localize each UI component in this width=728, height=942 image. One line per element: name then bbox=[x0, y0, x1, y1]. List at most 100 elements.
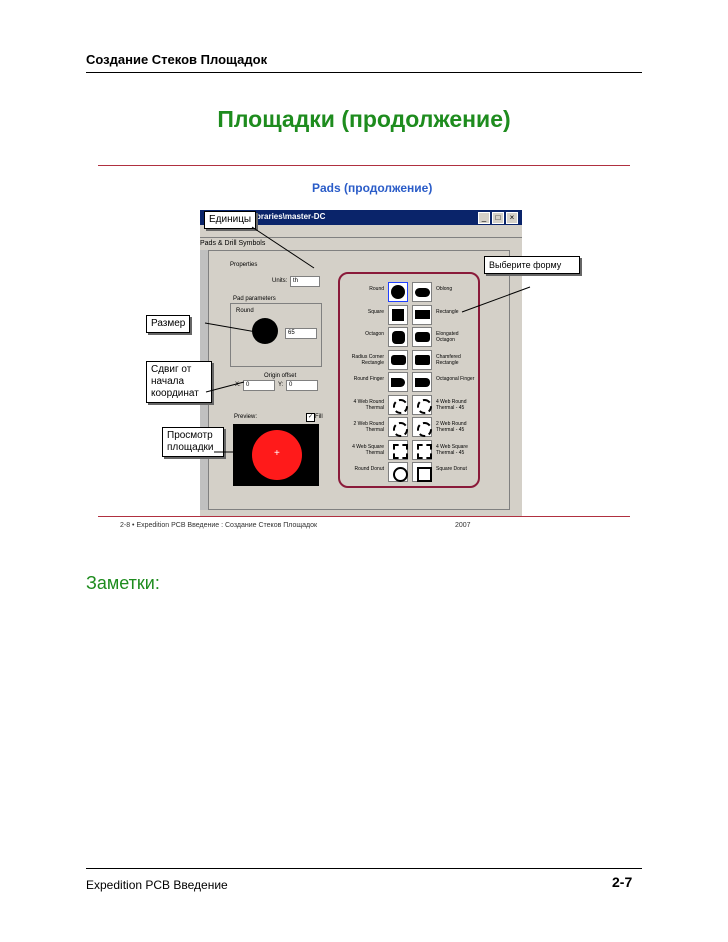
properties-label: Properties bbox=[230, 262, 258, 268]
octagon-icon bbox=[391, 330, 405, 344]
circle-icon bbox=[391, 285, 405, 299]
square-icon bbox=[392, 308, 404, 321]
sqweb4-icon bbox=[416, 444, 432, 459]
x-label: X: bbox=[235, 382, 241, 388]
x-offset-value: 0 bbox=[246, 382, 250, 388]
shape-option-sqweb4[interactable] bbox=[412, 439, 432, 460]
arrow-units bbox=[251, 226, 315, 269]
y-offset-value: 0 bbox=[289, 382, 293, 388]
web4-icon bbox=[392, 399, 408, 414]
shape-option-square[interactable] bbox=[388, 304, 408, 325]
slide-footer: 2-8 • Expedition PCB Введение : Создание… bbox=[120, 522, 318, 529]
web2-icon bbox=[416, 421, 432, 437]
close-icon[interactable]: × bbox=[506, 212, 518, 224]
shape-option-rect[interactable] bbox=[412, 304, 432, 325]
pad-parameters-label: Pad parameters bbox=[233, 296, 276, 302]
size-input[interactable]: 65 bbox=[285, 328, 317, 339]
page-header-title: Создание Стеков Площадок bbox=[86, 52, 268, 67]
fill-label: Fill bbox=[315, 414, 323, 420]
slide-title: Площадки (продолжение) bbox=[217, 106, 511, 132]
shape-label: 2 Web Round Thermal - 45 bbox=[436, 421, 467, 433]
book-title: Expedition PCB Введение bbox=[86, 878, 228, 892]
minimize-icon[interactable]: _ bbox=[478, 212, 490, 224]
dialog-title: braries\master-DC bbox=[256, 212, 326, 221]
shape-option-rrect[interactable] bbox=[388, 349, 408, 370]
shape-option-web2[interactable] bbox=[388, 417, 408, 437]
sqdonut-icon bbox=[416, 466, 432, 482]
pad-size-diagram bbox=[252, 318, 278, 344]
shape-label: Square Donut bbox=[436, 466, 467, 472]
shape-label: Round Donut bbox=[354, 466, 384, 472]
eoct-icon bbox=[414, 332, 430, 342]
units-value: th bbox=[293, 278, 299, 284]
shape-label: Radius Corner Rectangle bbox=[351, 353, 384, 366]
units-select[interactable]: th bbox=[290, 276, 320, 287]
shape-label: 4 Web Round Thermal bbox=[353, 398, 384, 411]
arrow-offset bbox=[205, 381, 245, 393]
shape-selector bbox=[338, 272, 480, 488]
shape-label: Rectangle bbox=[436, 308, 459, 315]
shape-label: Oblong bbox=[436, 286, 453, 292]
ofinger-icon bbox=[414, 377, 430, 387]
size-value: 65 bbox=[288, 330, 295, 336]
origin-offset-label: Origin offset bbox=[264, 373, 297, 379]
shape-option-chamfer[interactable] bbox=[412, 349, 432, 370]
menu-strip bbox=[200, 225, 522, 238]
rect-icon bbox=[414, 310, 430, 319]
callout-units: Единицы bbox=[204, 211, 257, 229]
shape-option-eoct[interactable] bbox=[412, 327, 432, 347]
shape-label: Octagonal Finger bbox=[436, 376, 475, 382]
y-offset-input[interactable]: 0 bbox=[286, 380, 318, 391]
shape-label: 4 Web Square Thermal bbox=[352, 443, 384, 456]
oblong-icon bbox=[414, 287, 430, 297]
shape-option-ofinger[interactable] bbox=[412, 372, 432, 392]
donut-icon bbox=[392, 466, 408, 482]
shape-label: 2 Web Round Thermal bbox=[353, 421, 384, 433]
slide-footer-year: 2007 bbox=[455, 522, 471, 529]
preview-label: Preview: bbox=[234, 414, 258, 420]
header-divider bbox=[86, 72, 642, 73]
preview-crosshair-icon: + bbox=[274, 448, 280, 459]
tab-pads-drill[interactable]: Pads & Drill Symbols bbox=[200, 240, 266, 247]
shape-option-oblong[interactable] bbox=[412, 282, 432, 302]
y-label: Y: bbox=[278, 382, 284, 388]
callout-size: Размер bbox=[146, 315, 191, 333]
shape-label: Square bbox=[367, 308, 384, 315]
callout-shape: Выберите форму bbox=[484, 256, 580, 274]
arrow-size bbox=[204, 322, 263, 334]
shape-option-octagon[interactable] bbox=[388, 327, 408, 347]
callout-preview: Просмотр площадки bbox=[162, 427, 224, 457]
x-offset-input[interactable]: 0 bbox=[243, 380, 275, 391]
shape-option-finger[interactable] bbox=[388, 372, 408, 392]
finger-icon bbox=[391, 377, 405, 387]
shape-option-web4[interactable] bbox=[412, 394, 432, 415]
slide-bottom-divider bbox=[98, 516, 630, 517]
shape-option-donut[interactable] bbox=[388, 462, 408, 482]
maximize-icon[interactable]: □ bbox=[492, 212, 504, 224]
units-label: Units: bbox=[272, 278, 288, 284]
web2-icon bbox=[392, 421, 408, 437]
notes-heading: Заметки: bbox=[86, 573, 160, 593]
shape-label: Chamfered Rectangle bbox=[436, 353, 461, 366]
shape-option-web2[interactable] bbox=[412, 417, 432, 437]
rrect-icon bbox=[390, 354, 406, 365]
shape-label: Round bbox=[369, 286, 384, 292]
shape-label: Octagon bbox=[365, 331, 384, 337]
shape-option-circle[interactable] bbox=[388, 282, 408, 302]
footer-divider bbox=[86, 868, 642, 869]
dialog-titlebar: braries\master-DC _ □ × bbox=[200, 210, 522, 225]
shape-option-web4[interactable] bbox=[388, 394, 408, 415]
shape-label: 4 Web Round Thermal - 45 bbox=[436, 398, 467, 411]
pad-shape-label: Round bbox=[236, 308, 254, 314]
shape-label: 4 Web Square Thermal - 45 bbox=[436, 443, 468, 456]
slide-subtitle: Pads (продолжение) bbox=[312, 181, 433, 195]
shape-label: Elongated Octagon bbox=[436, 331, 459, 343]
sqweb4-icon bbox=[392, 444, 408, 459]
shape-option-sqdonut[interactable] bbox=[412, 462, 432, 482]
chamfer-icon bbox=[414, 354, 430, 365]
web4-icon bbox=[416, 399, 432, 414]
shape-option-sqweb4[interactable] bbox=[388, 439, 408, 460]
fill-checkbox[interactable]: ✓ bbox=[306, 413, 315, 422]
slide-top-divider bbox=[98, 165, 630, 166]
